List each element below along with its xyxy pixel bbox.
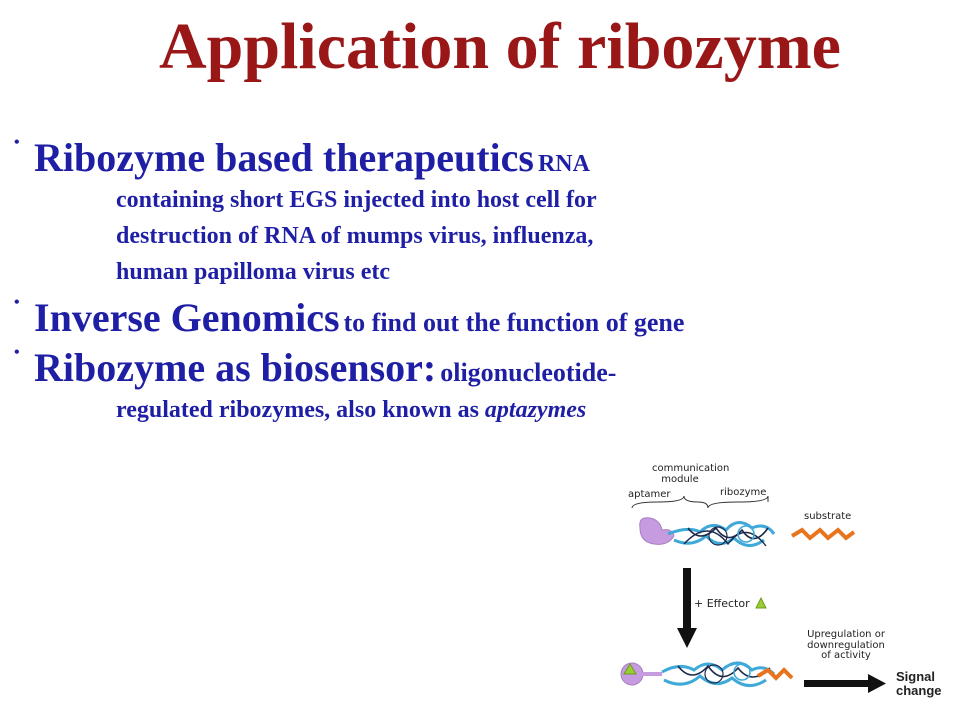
substrate-strand	[790, 527, 856, 541]
aptazyme-diagram-graphic	[620, 495, 886, 693]
bullet-continuation-line: containing short EGS injected into host …	[116, 187, 597, 213]
aptazyme-diagram: communication module aptamer ribozyme su…	[588, 458, 960, 720]
continuation-text: regulated ribozymes, also known as	[116, 397, 479, 423]
slide-title: Application of ribozyme	[159, 10, 841, 83]
bullet-inverse-genomics: Inverse Genomics to find out the functio…	[14, 294, 944, 342]
bullet-ribozyme-therapeutics: Ribozyme based therapeutics RNA containi…	[14, 134, 944, 290]
label-signal-change: Signal change	[896, 669, 942, 699]
aptazymes-term: aptazymes	[484, 397, 587, 423]
down-arrow	[677, 568, 697, 648]
label-communication-module: communication module	[652, 463, 730, 485]
bullet-tail: to find out the function of gene	[343, 308, 685, 337]
label-effector: + Effector	[694, 597, 750, 610]
label-regulation: Upregulation or downregulation of activi…	[807, 629, 885, 661]
label-substrate: substrate	[804, 511, 852, 522]
label-ribozyme: ribozyme	[720, 487, 767, 498]
bullet-lead: Ribozyme as biosensor:	[34, 345, 437, 390]
effector-triangle	[755, 596, 767, 609]
signal-arrow	[804, 674, 886, 693]
ribozyme-tangle	[667, 521, 776, 547]
label-aptamer: aptamer	[628, 489, 671, 500]
bullet-lead: Inverse Genomics	[34, 295, 340, 340]
aptamer-shape	[639, 517, 675, 545]
ribozyme-tangle-active	[661, 661, 776, 687]
bullet-list: Ribozyme based therapeutics RNA containi…	[14, 134, 944, 428]
bullet-biosensor: Ribozyme as biosensor: oligonucleotide- …	[14, 344, 944, 428]
aptamer-bound-shape	[620, 662, 662, 686]
bullet-tail: oligonucleotide-	[440, 358, 617, 387]
bullet-continuation-line: human papilloma virus etc	[116, 259, 391, 285]
bullet-tail: RNA	[537, 151, 590, 177]
bullet-continuation-line: regulated ribozymes, also known as aptaz…	[34, 392, 944, 428]
substrate-strand-cleaved	[756, 667, 794, 681]
bullet-lead: Ribozyme based therapeutics	[34, 135, 534, 180]
bullet-continuation-line: destruction of RNA of mumps virus, influ…	[116, 223, 594, 249]
